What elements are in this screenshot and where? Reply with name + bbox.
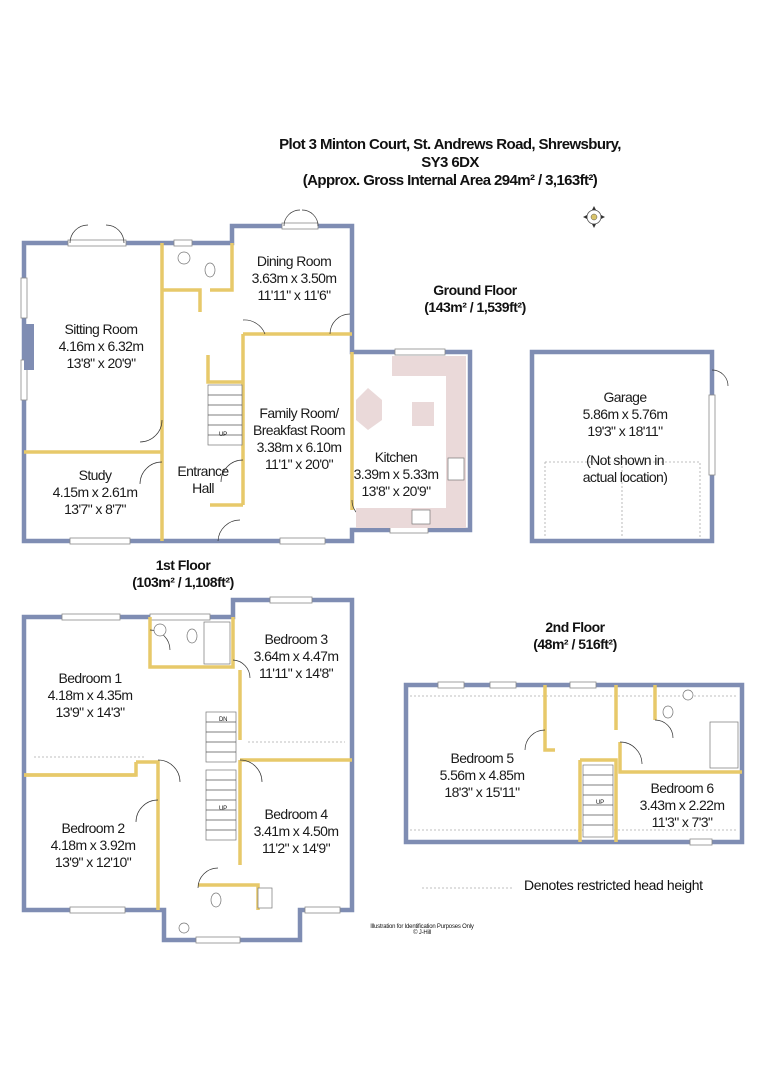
room-family: Family Room/ Breakfast Room 3.38m x 6.10… — [246, 405, 352, 473]
stair-up-label: UP — [596, 800, 604, 806]
basin-icon — [178, 922, 190, 934]
room-metric: 3.63m x 3.50m — [251, 270, 337, 286]
ground-floor-area: (143m² / 1,539ft²) — [424, 299, 526, 315]
room-name: Bedroom 3 — [264, 631, 328, 647]
room-imperial: 11'11" x 14'8" — [258, 665, 334, 681]
footer-line-2: © J-Hill — [413, 930, 431, 936]
postcode-line: SY3 6DX — [421, 154, 479, 171]
compass-icon — [583, 206, 605, 228]
room-name-2: Breakfast Room — [253, 422, 346, 438]
room-imperial: 11'11" x 11'6" — [257, 287, 331, 303]
stair-up-label: UP — [219, 432, 227, 438]
room-name: Kitchen — [374, 449, 418, 465]
wc-icon — [204, 262, 216, 278]
bath-icon — [257, 887, 273, 909]
footer-disclaimer: Illustration for Identification Purposes… — [362, 924, 482, 936]
room-name: Family Room/ — [259, 405, 339, 421]
room-name: Bedroom 4 — [264, 806, 328, 822]
gross-area-line: (Approx. Gross Internal Area 294m² / 3,1… — [302, 172, 598, 189]
address-line: Plot 3 Minton Court, St. Andrews Road, S… — [279, 136, 621, 153]
sink-icon — [411, 509, 431, 525]
room-name: Bedroom 2 — [61, 820, 125, 836]
room-imperial: 11'3" x 7'3" — [651, 814, 713, 830]
room-name: Sitting Room — [64, 321, 139, 337]
ground-floor-plan — [20, 209, 729, 545]
first-floor-name: 1st Floor — [155, 557, 211, 573]
room-metric: 5.56m x 4.85m — [439, 767, 525, 783]
second-floor-label: 2nd Floor (48m² / 516ft²) — [510, 619, 640, 653]
bath-icon — [203, 621, 231, 665]
room-name: Dining Room — [256, 253, 332, 269]
room-name: Bedroom 1 — [58, 670, 122, 686]
garage-note-2: actual location) — [582, 469, 668, 485]
room-metric: 3.39m x 5.33m — [353, 466, 439, 482]
room-sitting: Sitting Room 4.16m x 6.32m 13'8" x 20'9" — [42, 321, 160, 372]
room-name: Garage — [603, 389, 647, 405]
basin-icon — [153, 623, 167, 637]
room-imperial: 13'8" x 20'9" — [361, 483, 432, 499]
room-metric: 5.86m x 5.76m — [582, 406, 668, 422]
stair-down-label: DN — [219, 717, 228, 723]
second-floor-plan — [403, 681, 745, 846]
stair-up-label: UP — [219, 806, 227, 812]
room-name: Bedroom 6 — [650, 780, 714, 796]
room-bedroom-2: Bedroom 2 4.18m x 3.92m 13'9" x 12'10" — [32, 820, 154, 871]
room-metric: 4.16m x 6.32m — [58, 338, 144, 354]
room-imperial: 13'8" x 20'9" — [66, 355, 137, 371]
room-metric: 3.38m x 6.10m — [256, 439, 342, 455]
room-entrance-hall: Entrance Hall — [166, 463, 240, 497]
staircase-icon — [582, 764, 614, 838]
ground-floor-label: Ground Floor (143m² / 1,539ft²) — [410, 282, 540, 316]
room-kitchen: Kitchen 3.39m x 5.33m 13'8" x 20'9" — [346, 449, 446, 500]
bath-icon — [709, 721, 739, 769]
room-name: Bedroom 5 — [450, 750, 514, 766]
wc-icon — [186, 628, 198, 644]
room-name-2: Hall — [192, 480, 214, 496]
room-imperial: 13'9" x 14'3" — [55, 704, 126, 720]
restricted-height-legend: Denotes restricted head height — [524, 877, 703, 893]
room-bedroom-3: Bedroom 3 3.64m x 4.47m 11'11" x 14'8" — [244, 631, 348, 682]
room-imperial: 11'1" x 20'0" — [265, 456, 334, 472]
room-bedroom-1: Bedroom 1 4.18m x 4.35m 13'9" x 14'3" — [34, 670, 146, 721]
staircase-icon — [207, 384, 243, 446]
room-garage: Garage 5.86m x 5.76m 19'3" x 18'11" (Not… — [550, 389, 700, 486]
room-imperial: 13'9" x 12'10" — [54, 854, 132, 870]
first-floor-plan — [21, 596, 355, 944]
room-metric: 4.15m x 2.61m — [52, 484, 138, 500]
room-bedroom-6: Bedroom 6 3.43m x 2.22m 11'3" x 7'3" — [624, 780, 740, 831]
room-bedroom-4: Bedroom 4 3.41m x 4.50m 11'2" x 14'9" — [244, 806, 348, 857]
room-bedroom-5: Bedroom 5 5.56m x 4.85m 18'3" x 15'11" — [420, 750, 544, 801]
room-metric: 4.18m x 3.92m — [50, 837, 136, 853]
basin-icon — [682, 689, 694, 701]
room-name: Entrance — [177, 463, 229, 479]
kitchen-worktop — [356, 356, 466, 528]
second-floor-name: 2nd Floor — [545, 619, 605, 635]
room-name: Study — [78, 467, 112, 483]
staircase-icon — [205, 711, 237, 841]
room-imperial: 11'2" x 14'9" — [262, 840, 331, 856]
room-study: Study 4.15m x 2.61m 13'7" x 8'7" — [30, 467, 160, 518]
room-imperial: 19'3" x 18'11" — [587, 423, 663, 439]
garage-note-1: (Not shown in — [586, 452, 664, 468]
room-metric: 4.18m x 4.35m — [47, 687, 133, 703]
room-imperial: 18'3" x 15'11" — [444, 784, 520, 800]
footer-line-1: Illustration for Identification Purposes… — [370, 924, 474, 930]
property-header: Plot 3 Minton Court, St. Andrews Road, S… — [240, 136, 660, 190]
ground-floor-name: Ground Floor — [433, 282, 517, 298]
first-floor-label: 1st Floor (103m² / 1,108ft²) — [118, 557, 248, 591]
basin-icon — [177, 251, 191, 265]
hob-icon — [447, 457, 465, 481]
first-floor-area: (103m² / 1,108ft²) — [132, 574, 234, 590]
room-metric: 3.43m x 2.22m — [639, 797, 725, 813]
room-dining: Dining Room 3.63m x 3.50m 11'11" x 11'6" — [236, 253, 352, 304]
wc-icon — [662, 705, 674, 719]
room-metric: 3.41m x 4.50m — [253, 823, 339, 839]
room-imperial: 13'7" x 8'7" — [64, 501, 126, 517]
room-metric: 3.64m x 4.47m — [253, 648, 339, 664]
second-floor-area: (48m² / 516ft²) — [533, 636, 617, 652]
wc-icon — [210, 892, 222, 908]
